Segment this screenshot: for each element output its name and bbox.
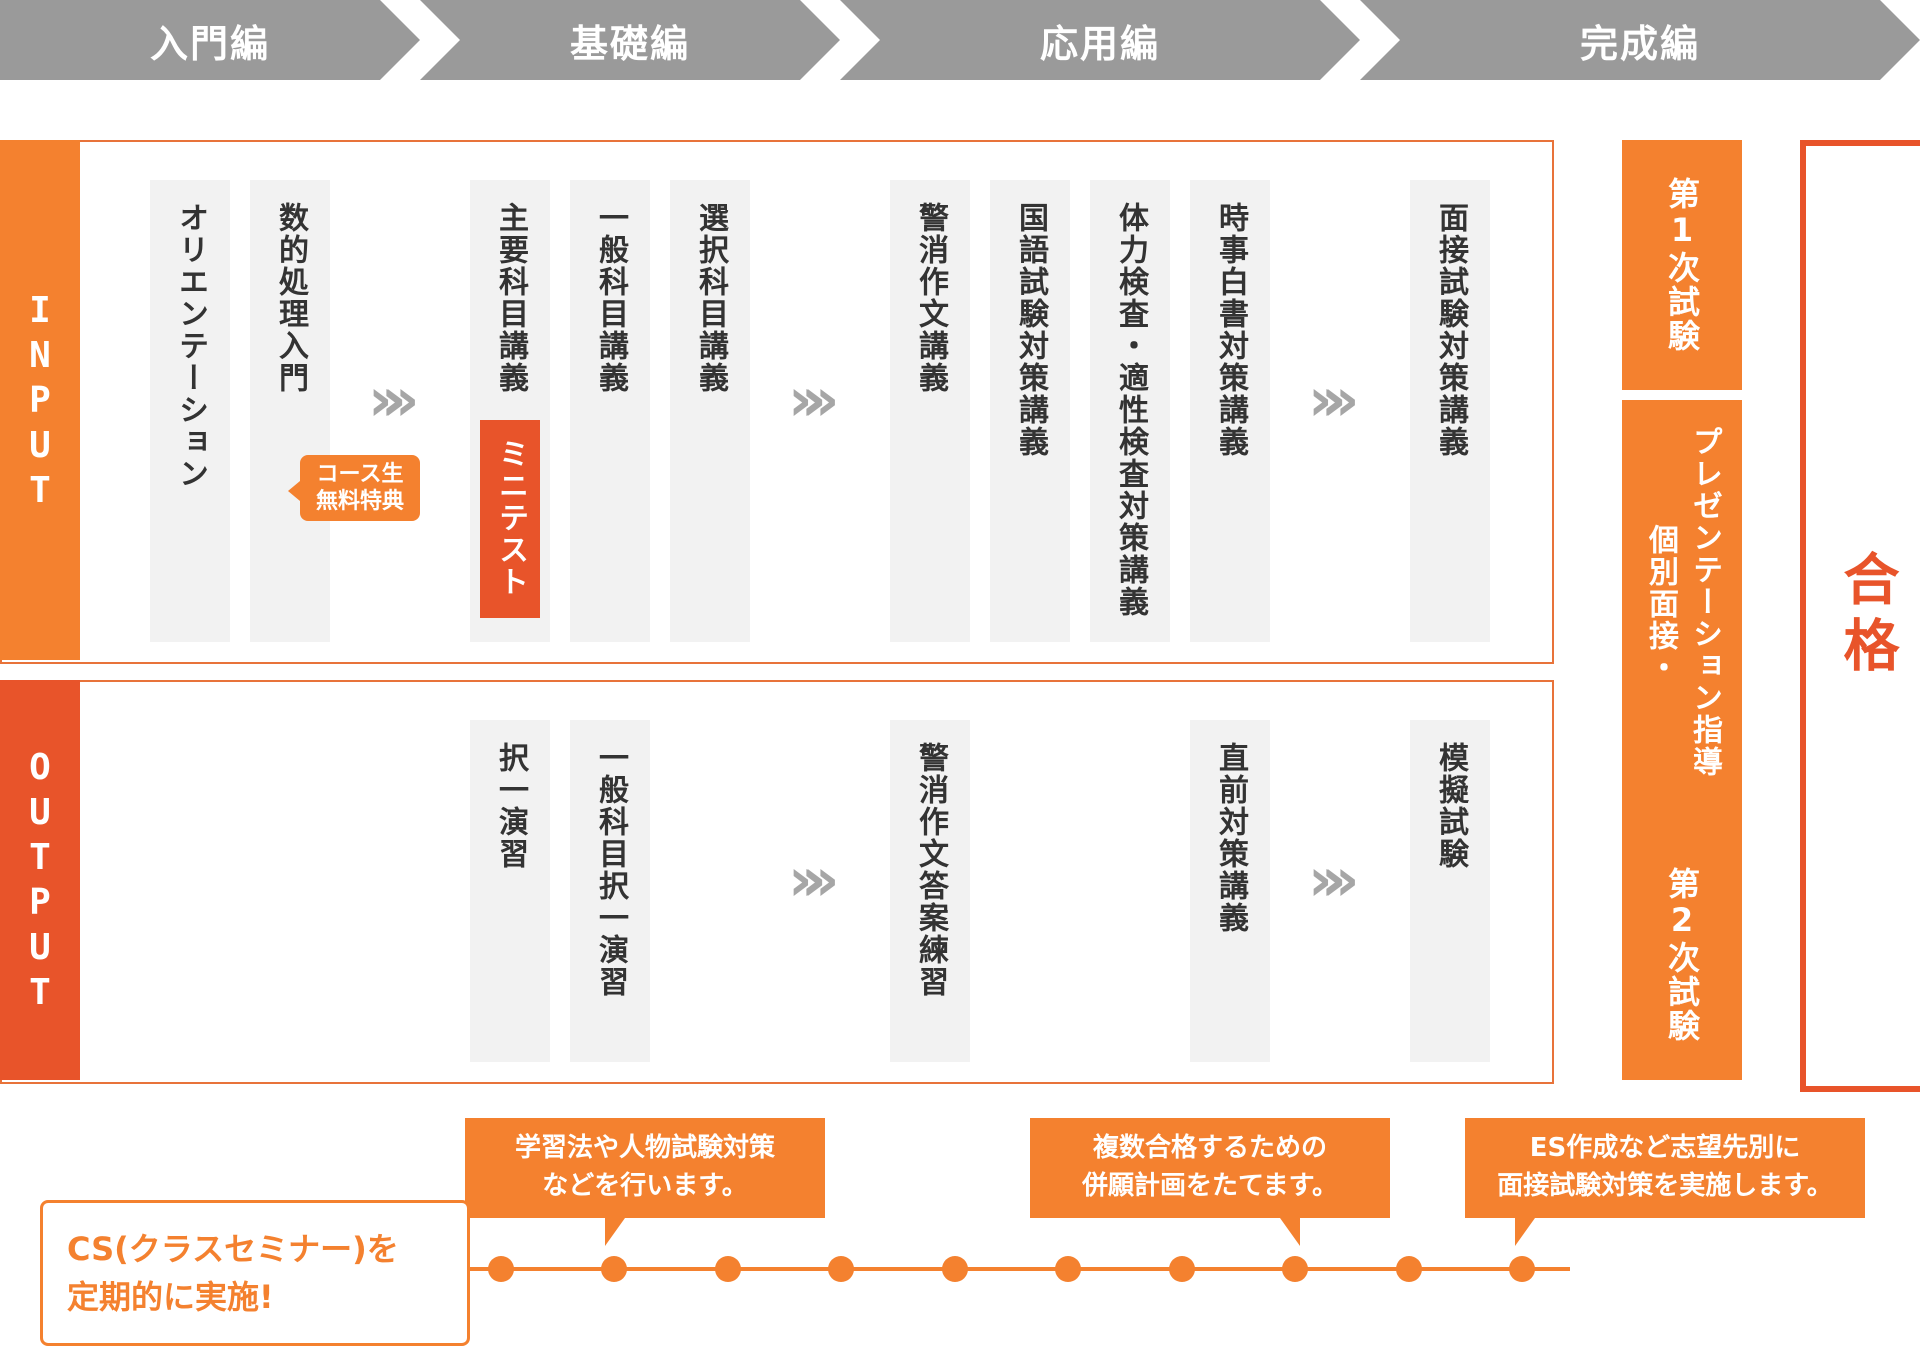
output-letter: T xyxy=(29,837,51,878)
output-letter: O xyxy=(29,747,51,788)
input-letter: T xyxy=(29,469,51,511)
timeline-dot xyxy=(601,1256,627,1282)
current-affairs-text: 時事白書対策講義 xyxy=(1213,202,1248,458)
final-prep-text: 直前対策講義 xyxy=(1213,742,1248,934)
chevron-right-icon: »» xyxy=(788,845,839,915)
callout-es-interview: ES作成など志望先別に 面接試験対策を実施します。 xyxy=(1465,1118,1865,1246)
essay-practice-column: 警消作文答案練習 xyxy=(890,720,970,1062)
essay-practice-text: 警消作文答案練習 xyxy=(913,742,948,998)
fitness-aptitude-column: 体力検査・適性検査対策講義 xyxy=(1090,180,1170,642)
input-tab: I N P U T xyxy=(0,140,80,660)
callout-es-interview-line1: ES作成など志望先別に xyxy=(1529,1133,1801,1164)
math-intro-text: 数的処理入門 xyxy=(273,202,308,394)
main-subjects-text: 主要科目講義 xyxy=(493,202,528,394)
police-essay-column: 警消作文講義 xyxy=(890,180,970,642)
japanese-exam-column: 国語試験対策講義 xyxy=(990,180,1070,642)
phase-intro-label: 入門編 xyxy=(149,21,270,66)
choice-practice-column: 択一演習 xyxy=(470,720,550,1062)
output-letter: T xyxy=(29,972,51,1013)
output-letter: U xyxy=(29,927,51,968)
callout-study-method-line1: 学習法や人物試験対策 xyxy=(514,1133,775,1164)
timeline-dot xyxy=(1282,1256,1308,1282)
timeline-dot xyxy=(828,1256,854,1282)
output-tab: O U T P U T xyxy=(0,680,80,1080)
timeline-dot xyxy=(1509,1256,1535,1282)
callout-multiple-pass-line2: 併願計画をたてます。 xyxy=(1081,1171,1339,1201)
phase-basic: 基礎編 xyxy=(420,0,840,80)
phase-complete: 完成編 xyxy=(1360,0,1920,80)
timeline-dot xyxy=(1396,1256,1422,1282)
individual-guidance-line2: プレゼンテーション指導 xyxy=(1687,426,1722,778)
fitness-aptitude-text: 体力検査・適性検査対策講義 xyxy=(1113,202,1148,618)
interview-prep-text: 面接試験対策講義 xyxy=(1433,202,1468,458)
police-essay-text: 警消作文講義 xyxy=(913,202,948,394)
orientation-column: オリエンテーション xyxy=(150,180,230,642)
second-exam-text: 第2次試験 xyxy=(1663,867,1701,1043)
chevron-right-icon: »» xyxy=(788,365,839,435)
pass-text: 合格 xyxy=(1834,550,1899,682)
individual-guidance-box: 個別面接・ プレゼンテーション指導 xyxy=(1622,400,1742,846)
phase-basic-label: 基礎編 xyxy=(569,21,690,66)
timeline-dot xyxy=(1169,1256,1195,1282)
phase-applied-label: 応用編 xyxy=(1039,21,1160,66)
callout-es-interview-line2: 面接試験対策を実施します。 xyxy=(1497,1171,1833,1201)
free-bonus-badge: コース生 無料特典 xyxy=(288,455,420,521)
input-letter: P xyxy=(29,379,51,421)
output-letter: U xyxy=(29,792,51,833)
phase-intro: 入門編 xyxy=(0,0,420,80)
timeline-dot xyxy=(1055,1256,1081,1282)
pass-box: 合格 xyxy=(1800,140,1920,1092)
class-seminar-line1: CS(クラスセミナー)を xyxy=(67,1230,399,1268)
general-subjects-column: 一般科目講義 xyxy=(570,180,650,642)
elective-subjects-column: 選択科目講義 xyxy=(670,180,750,642)
mock-exam-text: 模擬試験 xyxy=(1433,742,1468,870)
elective-subjects-text: 選択科目講義 xyxy=(693,202,728,394)
chevron-right-icon: »» xyxy=(1308,365,1359,435)
second-exam-box: 第2次試験 xyxy=(1622,830,1742,1080)
general-choice-practice-text: 一般科目択一演習 xyxy=(593,742,628,998)
mini-test-text: ミニテスト xyxy=(493,438,528,598)
general-choice-practice-column: 一般科目択一演習 xyxy=(570,720,650,1062)
math-intro-column: 数的処理入門 xyxy=(250,180,330,642)
timeline-dot xyxy=(715,1256,741,1282)
callout-multiple-pass-line1: 複数合格するための xyxy=(1092,1133,1327,1164)
callout-study-method-line2: などを行います。 xyxy=(542,1171,748,1201)
chevron-right-icon: »» xyxy=(368,365,419,435)
first-exam-box: 第1次試験 xyxy=(1622,140,1742,390)
mock-exam-column: 模擬試験 xyxy=(1410,720,1490,1062)
japanese-exam-text: 国語試験対策講義 xyxy=(1013,202,1048,458)
current-affairs-column: 時事白書対策講義 xyxy=(1190,180,1270,642)
output-letter: P xyxy=(29,882,51,923)
individual-guidance-line1: 個別面接・ xyxy=(1643,524,1678,684)
mini-test-box: ミニテスト xyxy=(480,420,540,618)
timeline-dot xyxy=(942,1256,968,1282)
final-prep-column: 直前対策講義 xyxy=(1190,720,1270,1062)
input-letter: I xyxy=(29,289,51,331)
chevron-right-icon: »» xyxy=(1308,845,1359,915)
timeline-line xyxy=(430,1267,1570,1271)
input-letter: N xyxy=(29,334,51,376)
orientation-text: オリエンテーション xyxy=(173,202,208,490)
phase-applied: 応用編 xyxy=(840,0,1360,80)
callout-multiple-pass: 複数合格するための 併願計画をたてます。 xyxy=(1030,1118,1390,1246)
first-exam-text: 第1次試験 xyxy=(1663,177,1701,353)
output-section xyxy=(0,680,1554,1084)
badge-line2: 無料特典 xyxy=(315,489,404,514)
input-letter: U xyxy=(29,424,51,466)
general-subjects-text: 一般科目講義 xyxy=(593,202,628,394)
interview-prep-column: 面接試験対策講義 xyxy=(1410,180,1490,642)
choice-practice-text: 択一演習 xyxy=(493,742,528,870)
phase-complete-label: 完成編 xyxy=(1579,21,1700,66)
class-seminar-box: CS(クラスセミナー)を 定期的に実施! xyxy=(40,1200,470,1346)
callout-study-method: 学習法や人物試験対策 などを行います。 xyxy=(465,1118,825,1246)
badge-line1: コース生 xyxy=(316,461,404,487)
class-seminar-line2: 定期的に実施! xyxy=(67,1278,274,1316)
timeline-dot xyxy=(488,1256,514,1282)
